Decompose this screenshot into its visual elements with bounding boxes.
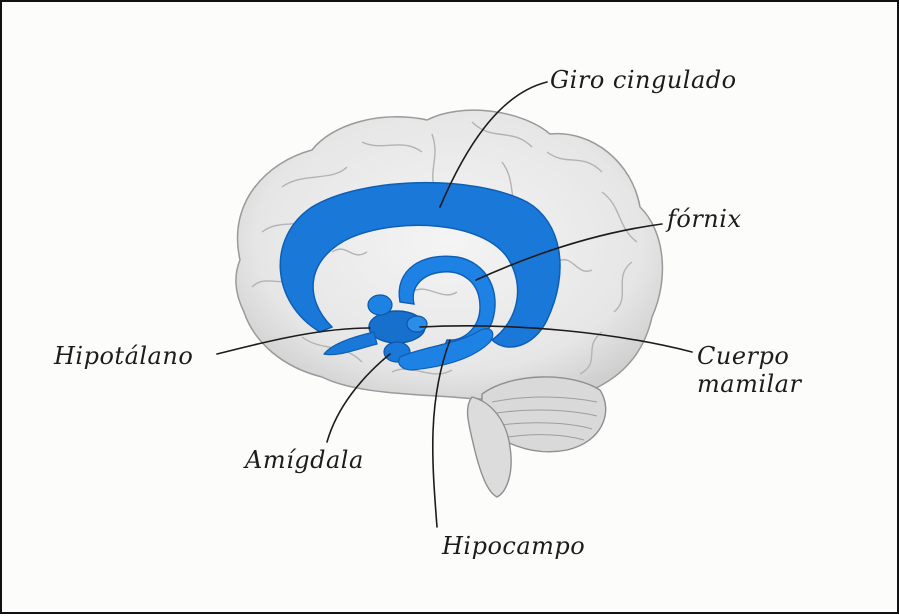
label-hipotalamo: Hipotálano xyxy=(54,344,193,368)
mammillary-body xyxy=(407,316,427,332)
label-giro-cingulado: Giro cingulado xyxy=(550,68,737,92)
label-fornix: fórnix xyxy=(667,207,741,231)
mammillary-body-left xyxy=(368,295,392,315)
label-cuerpo-mamilar-line1: Cuerpo xyxy=(697,344,789,368)
label-hipocampo: Hipocampo xyxy=(442,534,585,558)
label-amigdala: Amígdala xyxy=(245,448,364,472)
label-cuerpo-mamilar-line2: mamilar xyxy=(697,372,801,396)
